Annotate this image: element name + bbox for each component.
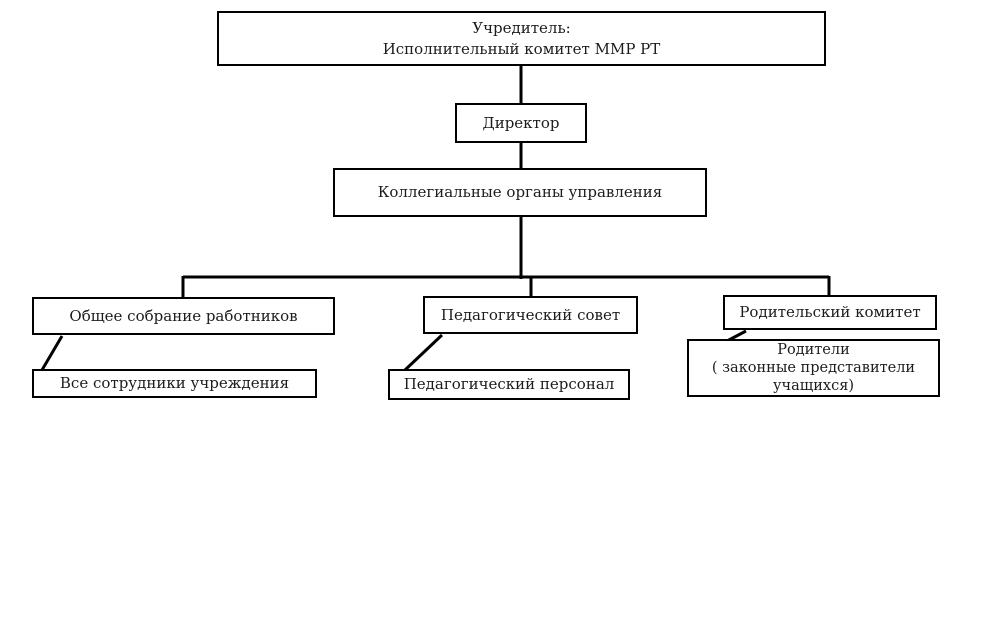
node-parents: Родители ( законные представители учащих… xyxy=(687,339,940,397)
line-general-allemployees xyxy=(40,335,64,371)
node-general-meeting: Общее собрание работников xyxy=(32,297,335,335)
node-pedagogical-council: Педагогический совет xyxy=(423,296,638,334)
node-director: Директор xyxy=(455,103,587,143)
node-parent-committee: Родительский комитет xyxy=(723,295,937,330)
line-council-pedstaff xyxy=(403,333,444,372)
node-all-employees: Все сотрудники учреждения xyxy=(32,369,317,398)
node-pedagogical-staff: Педагогический персонал xyxy=(388,369,630,400)
node-collegial-bodies: Коллегиальные органы управления xyxy=(333,168,707,217)
node-founder: Учредитель: Исполнительный комитет ММР Р… xyxy=(217,11,826,66)
